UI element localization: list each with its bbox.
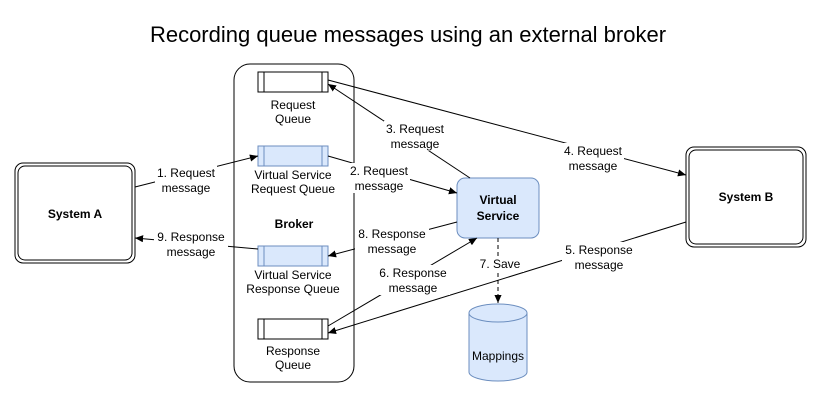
vs-request-queue-label-1: Virtual Service	[254, 168, 331, 182]
edge-9-label-1: 9. Response	[157, 230, 225, 244]
virtual-service-label-1: Virtual	[479, 193, 516, 207]
edge-7-save: 7. Save	[476, 238, 524, 303]
edge-1-request: 1. Request message	[134, 154, 259, 195]
system-a-label: System A	[48, 207, 103, 221]
system-a-node[interactable]: System A	[14, 162, 136, 264]
edge-4-label-2: message	[569, 159, 618, 173]
edge-4-label-1: 4. Request	[564, 144, 623, 158]
system-b-node[interactable]: System B	[685, 146, 807, 248]
mappings-database[interactable]: Mappings	[468, 303, 528, 382]
virtual-service-node[interactable]: Virtual Service	[456, 177, 540, 239]
edge-1-label-1: 1. Request	[157, 166, 216, 180]
request-queue[interactable]: Request Queue	[257, 71, 329, 126]
request-queue-label-1: Request	[271, 98, 316, 112]
request-queue-label-2: Queue	[275, 112, 311, 126]
system-b-label: System B	[719, 190, 774, 204]
edge-8-response: 8. Response message	[327, 221, 458, 258]
mappings-label: Mappings	[472, 349, 524, 363]
response-queue-label-2: Queue	[275, 358, 311, 372]
edge-5-label-1: 5. Response	[565, 243, 633, 257]
edge-2-request: 2. Request message	[327, 155, 458, 195]
edge-3-request: 3. Request message	[327, 83, 471, 179]
broker-label: Broker	[275, 217, 314, 231]
edge-2-label-2: message	[355, 179, 404, 193]
broker-container	[233, 63, 355, 383]
response-queue-label-1: Response	[266, 344, 320, 358]
response-queue[interactable]: Response Queue	[257, 318, 329, 372]
vs-response-queue-label-1: Virtual Service	[254, 268, 331, 282]
vs-response-queue-label-2: Response Queue	[246, 282, 340, 296]
edge-7-label-1: 7. Save	[480, 257, 521, 271]
edge-4-request: 4. Request message	[327, 79, 687, 177]
edge-5-label-2: message	[575, 258, 624, 272]
edge-9-response: 9. Response message	[134, 229, 259, 259]
edge-1-label-2: message	[162, 181, 211, 195]
edge-8-label-2: message	[368, 242, 417, 256]
vs-request-queue[interactable]: Virtual Service Request Queue	[251, 145, 335, 196]
vs-response-queue[interactable]: Virtual Service Response Queue	[246, 245, 340, 296]
edge-6-label-1: 6. Response	[379, 266, 447, 280]
virtual-service-label-2: Service	[477, 209, 520, 223]
edge-8-label-1: 8. Response	[358, 227, 426, 241]
edge-2-label-1: 2. Request	[350, 164, 409, 178]
edge-5-response: 5. Response message	[327, 221, 687, 335]
edge-9-label-2: message	[167, 245, 216, 259]
vs-request-queue-label-2: Request Queue	[251, 182, 335, 196]
edge-6-response: 6. Response message	[327, 237, 478, 327]
diagram-title: Recording queue messages using an extern…	[150, 22, 666, 47]
edge-3-label-2: message	[391, 137, 440, 151]
edge-6-label-2: message	[389, 281, 438, 295]
edge-3-label-1: 3. Request	[386, 122, 445, 136]
